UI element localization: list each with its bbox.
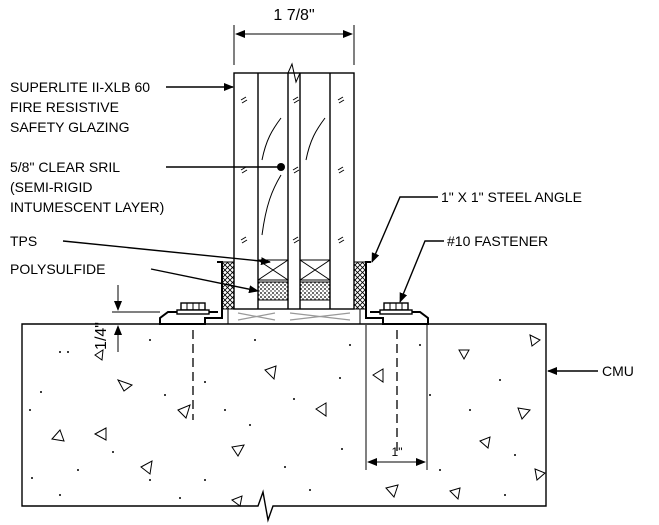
label-tps: TPS (10, 233, 37, 249)
label-glazing-line2: FIRE RESISTIVE (10, 99, 119, 115)
label-cmu: CMU (602, 363, 634, 379)
fastener-right (379, 302, 413, 315)
cmu-block (21, 323, 547, 523)
label-steel-angle: 1" X 1" STEEL ANGLE (441, 189, 582, 205)
label-glazing-line3: SAFETY GLAZING (10, 119, 130, 135)
dimension-one: 1" (367, 445, 426, 466)
fastener-left (176, 302, 210, 315)
dimension-one-text: 1" (392, 445, 403, 459)
label-glazing-line1: SUPERLITE II-XLB 60 (10, 79, 150, 95)
setting-block (227, 308, 361, 325)
aggregate-marks (51, 334, 546, 507)
sand-specks (29, 339, 516, 499)
label-sril-line1: 5/8" CLEAR SRIL (10, 159, 120, 175)
label-sril-line3: INTUMESCENT LAYER) (10, 199, 164, 215)
label-polysulfide: POLYSULFIDE (10, 261, 105, 277)
glazing-unit (233, 62, 355, 310)
label-sril-line2: (SEMI-RIGID (10, 179, 92, 195)
dimension-quarter: 1/4" (93, 285, 160, 352)
leaders (62, 83, 598, 375)
steel-angle-left (159, 261, 235, 325)
label-fastener: #10 FASTENER (447, 233, 548, 249)
steel-angle-right (353, 261, 429, 325)
dimension-quarter-text: 1/4" (93, 322, 110, 350)
dimension-top-text: 1 7/8" (273, 7, 314, 24)
dimension-top: 1 7/8" (233, 7, 355, 65)
